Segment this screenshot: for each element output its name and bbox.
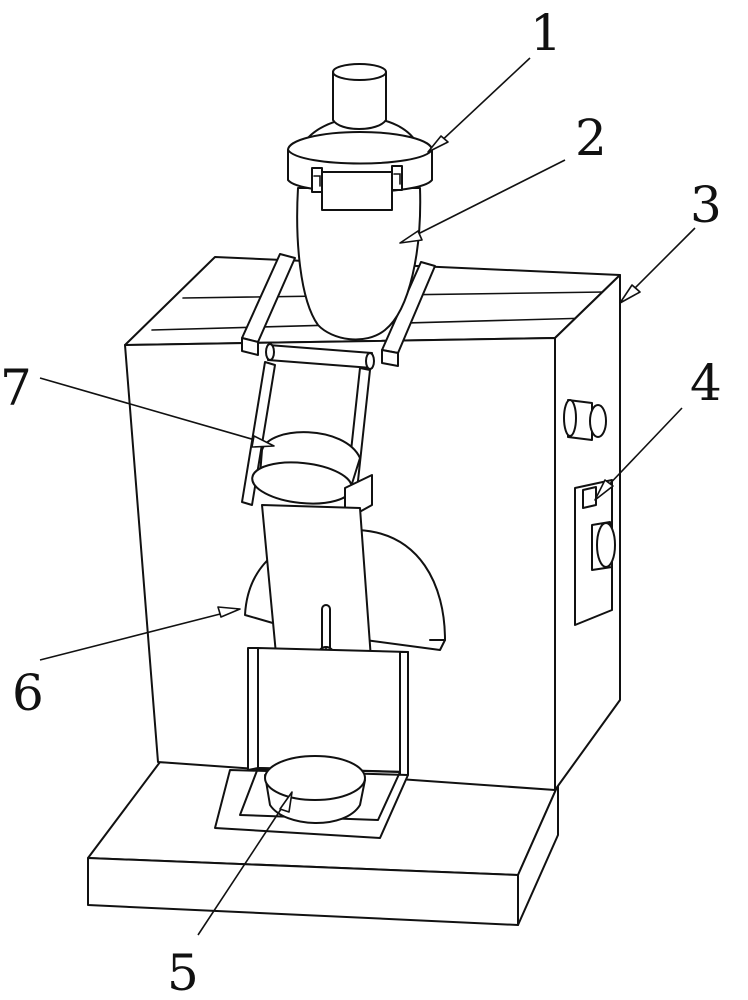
support-rail-left [241,253,296,356]
callout-label-4: 4 [690,354,722,412]
callout-label-7: 7 [0,359,32,417]
callout-3: 3 [619,176,722,304]
bowl [264,755,366,824]
callout-7: 7 [0,359,275,448]
side-knob-upper [563,399,607,441]
callout-6: 6 [12,606,241,722]
clamp-ring [287,116,433,211]
callout-2: 2 [399,109,607,244]
callout-label-5: 5 [167,944,199,1000]
top-spout [332,63,387,130]
callout-5: 5 [167,791,293,1000]
callout-1: 1 [427,4,562,153]
callout-label-1: 1 [530,4,562,62]
callout-4: 4 [594,354,722,501]
swing-frame [241,343,375,506]
switch-box [574,479,616,626]
callout-label-6: 6 [12,664,44,722]
hopper [296,187,422,341]
callout-label-3: 3 [690,176,722,234]
callout-label-2: 2 [575,109,607,167]
